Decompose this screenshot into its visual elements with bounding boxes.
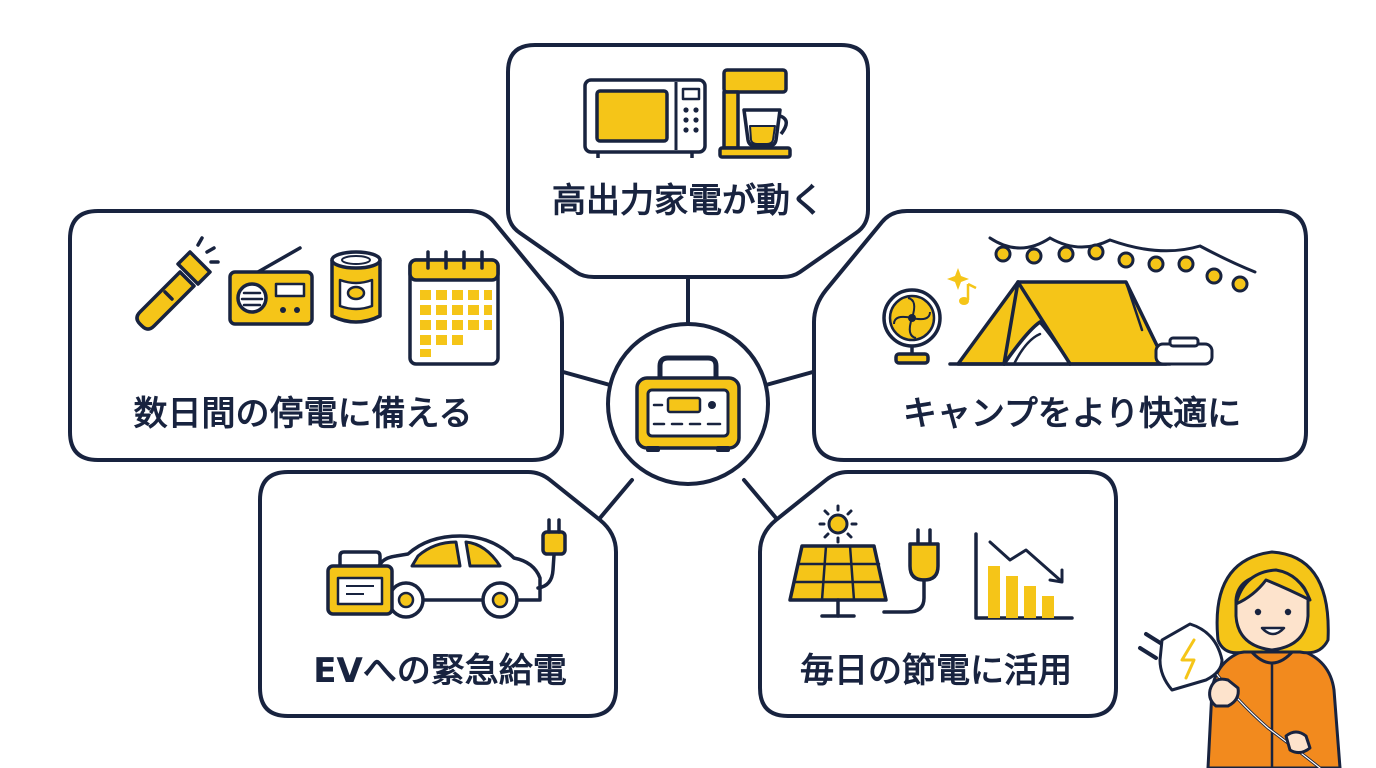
card-ev: EVへの緊急給電 bbox=[258, 470, 618, 718]
coffee-maker-icon bbox=[718, 68, 792, 159]
sparkle-icon bbox=[947, 268, 969, 290]
canned-food-icon bbox=[330, 250, 382, 324]
card-saving-title: 毎日の節電に活用 bbox=[800, 651, 1072, 691]
card-outage: 数日間の停電に備える bbox=[68, 209, 564, 462]
declining-bar-chart-icon bbox=[974, 532, 1074, 620]
card-saving: 毎日の節電に活用 bbox=[758, 470, 1118, 718]
card-appliances-title: 高出力家電が動く bbox=[552, 181, 824, 221]
woman-holding-plug-icon bbox=[1138, 550, 1342, 768]
radio-icon bbox=[228, 246, 314, 326]
power-station-icon bbox=[326, 550, 394, 616]
connector-outage bbox=[554, 368, 612, 387]
sun-icon bbox=[818, 504, 858, 544]
plug-icon-solar bbox=[882, 528, 940, 614]
portable-power-station-icon bbox=[635, 355, 741, 452]
cooler-icon bbox=[1154, 336, 1214, 366]
card-camping-title: キャンプをより快適に bbox=[903, 394, 1241, 434]
hub bbox=[606, 322, 770, 486]
card-outage-title: 数日間の停電に備える bbox=[134, 394, 473, 434]
calendar-icon bbox=[408, 250, 500, 366]
string-lights-icon bbox=[988, 236, 1257, 293]
connector-ev bbox=[598, 478, 634, 520]
tent-icon bbox=[948, 280, 1172, 366]
connector-lines bbox=[554, 273, 822, 520]
flashlight-icon bbox=[135, 236, 220, 331]
solar-panel-icon bbox=[788, 544, 888, 618]
connector-camping bbox=[764, 368, 822, 387]
microwave-icon bbox=[583, 78, 707, 158]
character-jacket bbox=[1206, 648, 1342, 768]
music-note-icon bbox=[959, 282, 977, 305]
card-camping: キャンプをより快適に bbox=[812, 209, 1308, 462]
card-ev-title: EVへの緊急給電 bbox=[313, 651, 567, 691]
plug-icon bbox=[536, 518, 567, 590]
character-hand bbox=[1208, 677, 1240, 708]
character-plug bbox=[1138, 622, 1224, 692]
connector-saving bbox=[742, 478, 778, 520]
card-appliances: 高出力家電が動く bbox=[506, 43, 870, 279]
electric-fan-icon bbox=[882, 288, 942, 365]
electric-car-icon bbox=[376, 534, 542, 619]
